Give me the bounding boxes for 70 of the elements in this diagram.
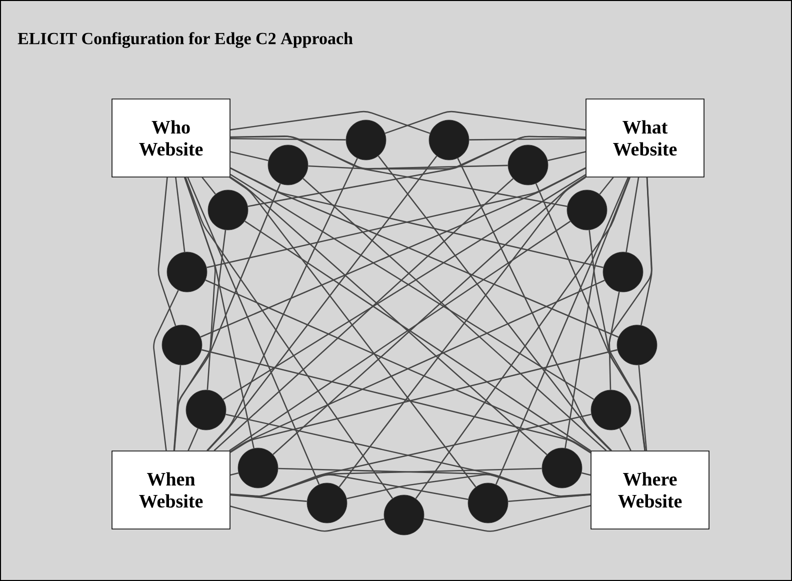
link-line <box>608 292 646 451</box>
link-line <box>230 176 548 456</box>
website-box: What Website <box>586 98 704 178</box>
link-line <box>495 177 629 485</box>
link-line <box>415 177 630 499</box>
link-line <box>599 176 614 195</box>
member-circle <box>162 324 202 366</box>
link-line <box>174 230 226 451</box>
member-circle <box>428 120 470 160</box>
link-line <box>229 176 476 488</box>
link-line <box>230 472 239 476</box>
link-line <box>202 177 216 195</box>
link-line <box>230 506 384 532</box>
member-circle <box>602 252 644 292</box>
link-line <box>308 136 586 170</box>
link-line <box>638 365 648 451</box>
link-line <box>230 468 542 498</box>
member-circle <box>208 190 248 230</box>
website-box: Who Website <box>112 98 230 178</box>
website-box: Where Website <box>590 450 710 530</box>
member-circle <box>590 390 632 430</box>
link-line <box>548 151 586 162</box>
link-line <box>153 290 179 451</box>
link-line <box>535 183 646 451</box>
member-circle <box>508 144 548 186</box>
link-line <box>187 177 320 485</box>
link-line <box>581 472 591 476</box>
website-box: When Website <box>112 450 230 530</box>
link-line <box>619 428 632 451</box>
link-line <box>230 111 430 134</box>
link-line <box>424 504 591 532</box>
member-circle <box>238 448 278 488</box>
member-circle <box>306 482 348 524</box>
link-line <box>626 177 640 252</box>
link-line <box>184 177 254 448</box>
member-circle <box>566 190 608 230</box>
link-line <box>230 151 268 162</box>
member-circle <box>166 252 208 292</box>
link-line <box>206 158 358 452</box>
link-line <box>302 178 607 452</box>
link-line <box>230 168 619 338</box>
link-line <box>173 365 182 451</box>
link-line <box>508 494 591 502</box>
link-line <box>346 474 591 500</box>
link-line <box>188 428 198 451</box>
link-line <box>230 494 307 502</box>
link-line <box>175 177 186 252</box>
link-line <box>184 177 394 499</box>
link-line <box>272 176 586 455</box>
link-line <box>158 177 176 326</box>
title: ELICIT Configuration for Edge C2 Approach <box>18 32 353 48</box>
member-circle <box>616 324 658 366</box>
link-line <box>214 178 514 452</box>
link-line <box>338 176 586 488</box>
link-line <box>174 183 281 451</box>
link-line <box>200 168 586 338</box>
member-circle <box>268 144 308 186</box>
link-line <box>230 138 346 140</box>
link-line <box>564 177 630 448</box>
member-circle <box>384 494 424 536</box>
member-circle <box>468 482 508 524</box>
link-line <box>457 158 612 452</box>
member-circle <box>542 448 582 488</box>
link-line <box>384 111 586 134</box>
link-line <box>640 177 652 326</box>
link-line <box>207 156 438 452</box>
link-line <box>378 156 612 452</box>
link-line <box>469 138 586 140</box>
member-circle <box>346 120 386 160</box>
member-circle <box>186 390 226 430</box>
